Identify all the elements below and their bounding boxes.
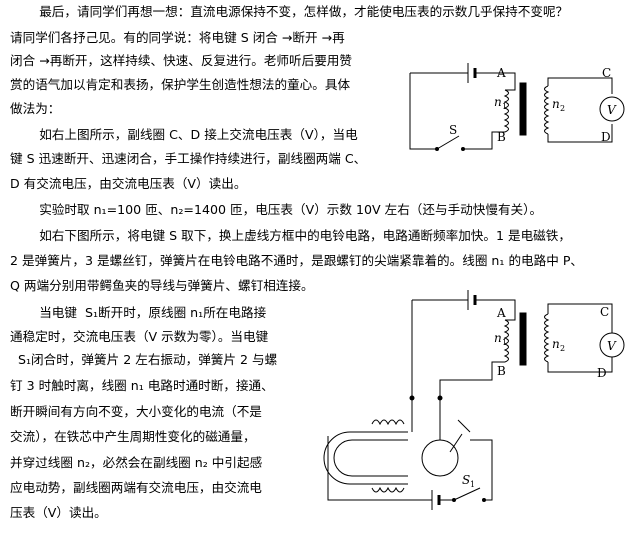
text-line-17: 断开瞬间有方向不变，大小变化的电流（不是 <box>10 404 262 419</box>
label-n1-2: n <box>494 331 502 345</box>
text-line-5: 做法为： <box>10 101 61 116</box>
label-V2: V <box>607 339 617 353</box>
text-line-6: 如右上图所示，副线圈 C、D 接上交流电压表（V），当电 <box>14 127 358 142</box>
label-S1-sub: 1 <box>470 480 475 489</box>
label-n2-2: n <box>552 337 560 351</box>
text-line-20: 应电动势，副线圈两端有交流电压，由交流电 <box>10 480 262 495</box>
text-line-13: 当电键 S₁断开时，原线圈 n₁所在电路接 <box>14 305 267 320</box>
text-line-2: 请同学们各抒己见。有的同学说：将电键 S 闭合 →断开 →再 <box>10 30 345 45</box>
label-n1-1: n <box>494 95 502 109</box>
text-line-10: 如右下图所示，将电键 S 取下，换上虚线方框中的电铃电路，电路通断频率加快。1 … <box>14 228 571 243</box>
label-C2: C <box>600 305 609 319</box>
label-n2-1-sub: 2 <box>560 104 565 113</box>
text-line-21: 压表（V）读出。 <box>10 505 107 520</box>
label-S: S <box>449 123 457 137</box>
text-line-18: 交流），在铁芯中产生周期性变化的磁通量， <box>10 429 256 444</box>
text-line-8: D 有交流电压，由交流电压表（V）读出。 <box>10 176 247 191</box>
text-line-11: 2 是弹簧片，3 是螺丝钉，弹簧片在电铃电路不通时，是跟螺钉的尖端紧靠着的。线圈… <box>10 253 584 268</box>
text-line-14: 通稳定时，交流电压表（V 示数为零）。当电键 <box>10 329 269 344</box>
label-n2-2-sub: 2 <box>560 344 565 353</box>
text-line-9: 实验时取 n₁=100 匝、n₂=1400 匝，电压表（V）示数 10V 左右（… <box>14 202 543 217</box>
text-line-1: 最后，请同学们再想一想：直流电源保持不变，怎样做，才能使电压表的示数几乎保持不变… <box>14 4 569 19</box>
label-n2-1: n <box>552 97 560 111</box>
label-B2: B <box>497 364 506 378</box>
label-S1: S <box>462 473 470 487</box>
text-line-4: 赏的语气加以肯定和表扬，保护学生创造性想法的童心。具体 <box>10 77 351 92</box>
label-B1: B <box>497 130 506 144</box>
label-C1: C <box>602 66 611 80</box>
label-D1: D <box>601 130 611 144</box>
text-line-3: 闭合 →再断开，这样持续、快速、反复进行。老师听后要用赞 <box>10 53 352 68</box>
label-n1-2-sub: 1 <box>502 338 507 347</box>
label-D2: D <box>597 366 607 380</box>
label-V1: V <box>607 103 617 117</box>
text-line-19: 并穿过线圈 n₂，必然会在副线圈 n₂ 中引起感 <box>10 455 263 470</box>
text-line-16: 钉 3 时触时离，线圈 n₁ 电路时通时断，接通、 <box>10 378 274 393</box>
text-line-7: 键 S 迅速断开、迅速闭合，手工操作持续进行，副线圈两端 C、 <box>10 151 367 166</box>
text-line-15: S₁闭合时，弹簧片 2 左右振动，弹簧片 2 与螺 <box>10 352 278 367</box>
label-A1: A <box>496 66 506 80</box>
label-n1-1-sub: 1 <box>502 102 507 111</box>
text-line-12: Q 两端分别用带鳄鱼夹的导线与弹簧片、螺钉相连接。 <box>10 278 314 293</box>
label-A2: A <box>496 306 506 320</box>
